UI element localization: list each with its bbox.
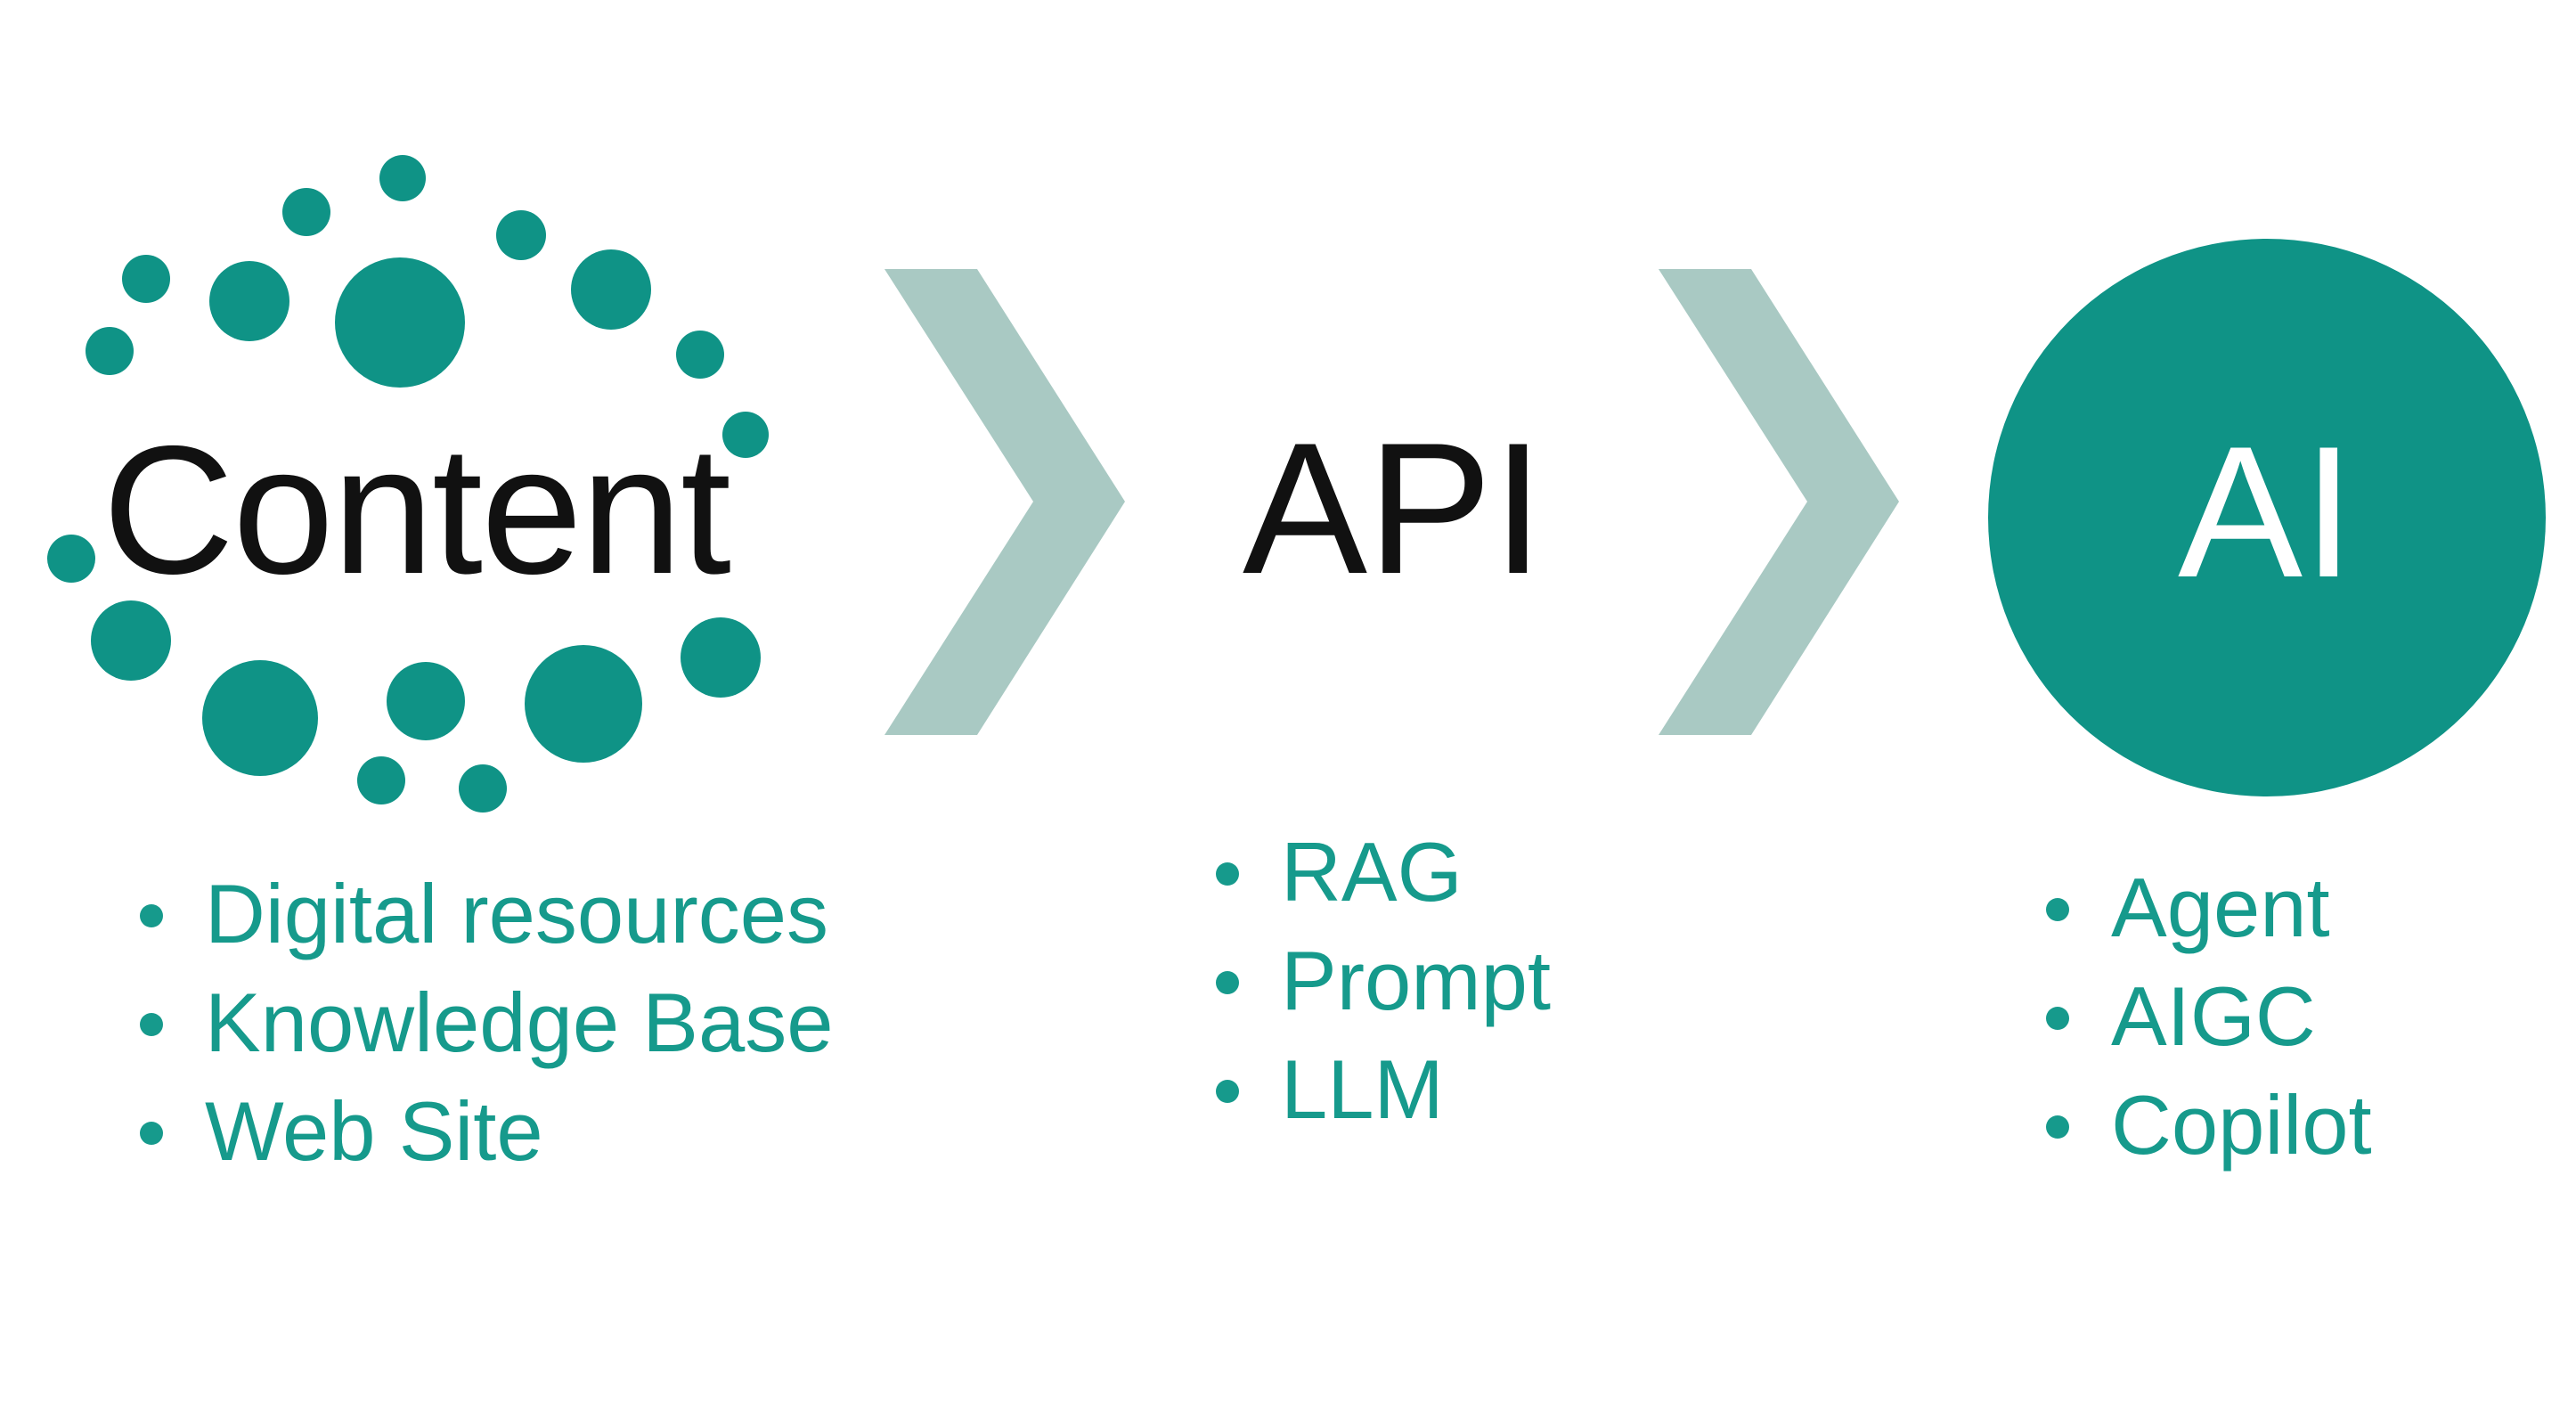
decorative-dot xyxy=(379,155,426,201)
api-label: API xyxy=(1243,404,1545,613)
api-bullet-list: RAG Prompt LLM xyxy=(1205,818,1551,1144)
decorative-dot xyxy=(357,756,405,804)
list-item-text: RAG xyxy=(1281,825,1463,919)
list-item-text: Web Site xyxy=(205,1084,543,1178)
list-item: Web Site xyxy=(129,1077,834,1186)
content-label: Content xyxy=(102,408,731,612)
list-item-text: Knowledge Base xyxy=(205,976,834,1069)
decorative-dot xyxy=(525,645,642,763)
decorative-dot xyxy=(459,764,507,813)
list-item: Prompt xyxy=(1205,927,1551,1035)
list-item: Copilot xyxy=(2035,1071,2372,1180)
bullet-icon xyxy=(2046,1115,2069,1139)
decorative-dot xyxy=(91,600,171,681)
list-item: AIGC xyxy=(2035,962,2372,1071)
chevron-arrow-1 xyxy=(884,269,1125,735)
list-item-text: Agent xyxy=(2111,861,2330,954)
decorative-dot xyxy=(681,617,761,698)
list-item-text: Copilot xyxy=(2111,1078,2372,1172)
ai-bullet-list: Agent AIGC Copilot xyxy=(2035,853,2372,1180)
bullet-icon xyxy=(140,1013,163,1036)
bullet-icon xyxy=(1216,862,1239,886)
list-item-text: Prompt xyxy=(1281,934,1551,1027)
decorative-dot xyxy=(335,257,465,388)
list-item: RAG xyxy=(1205,818,1551,927)
content-bullet-list: Digital resources Knowledge Base Web Sit… xyxy=(129,860,834,1186)
list-item-text: LLM xyxy=(1281,1042,1444,1136)
list-item-text: Digital resources xyxy=(205,867,829,960)
decorative-dot xyxy=(47,535,95,583)
decorative-dot xyxy=(496,210,546,260)
list-item: Digital resources xyxy=(129,860,834,968)
list-item: Agent xyxy=(2035,853,2372,962)
decorative-dot xyxy=(122,255,170,303)
decorative-dot xyxy=(387,662,465,740)
list-item-text: AIGC xyxy=(2111,969,2316,1063)
decorative-dot xyxy=(86,327,134,375)
bullet-icon xyxy=(1216,1080,1239,1103)
list-item: LLM xyxy=(1205,1035,1551,1144)
content-dot-ring xyxy=(47,155,769,813)
bullet-icon xyxy=(140,904,163,927)
decorative-dot xyxy=(209,261,289,341)
ai-label: AI xyxy=(2178,407,2355,617)
bullet-icon xyxy=(1216,971,1239,994)
decorative-dot xyxy=(282,188,330,236)
ai-circle xyxy=(1988,239,2546,796)
bullet-icon xyxy=(2046,898,2069,921)
bullet-icon xyxy=(2046,1007,2069,1030)
bullet-icon xyxy=(140,1122,163,1145)
chevron-arrow-2 xyxy=(1659,269,1899,735)
decorative-dot xyxy=(676,331,724,379)
decorative-dot xyxy=(571,249,651,330)
decorative-dot xyxy=(202,660,318,776)
list-item: Knowledge Base xyxy=(129,968,834,1077)
decorative-dot xyxy=(722,412,769,458)
